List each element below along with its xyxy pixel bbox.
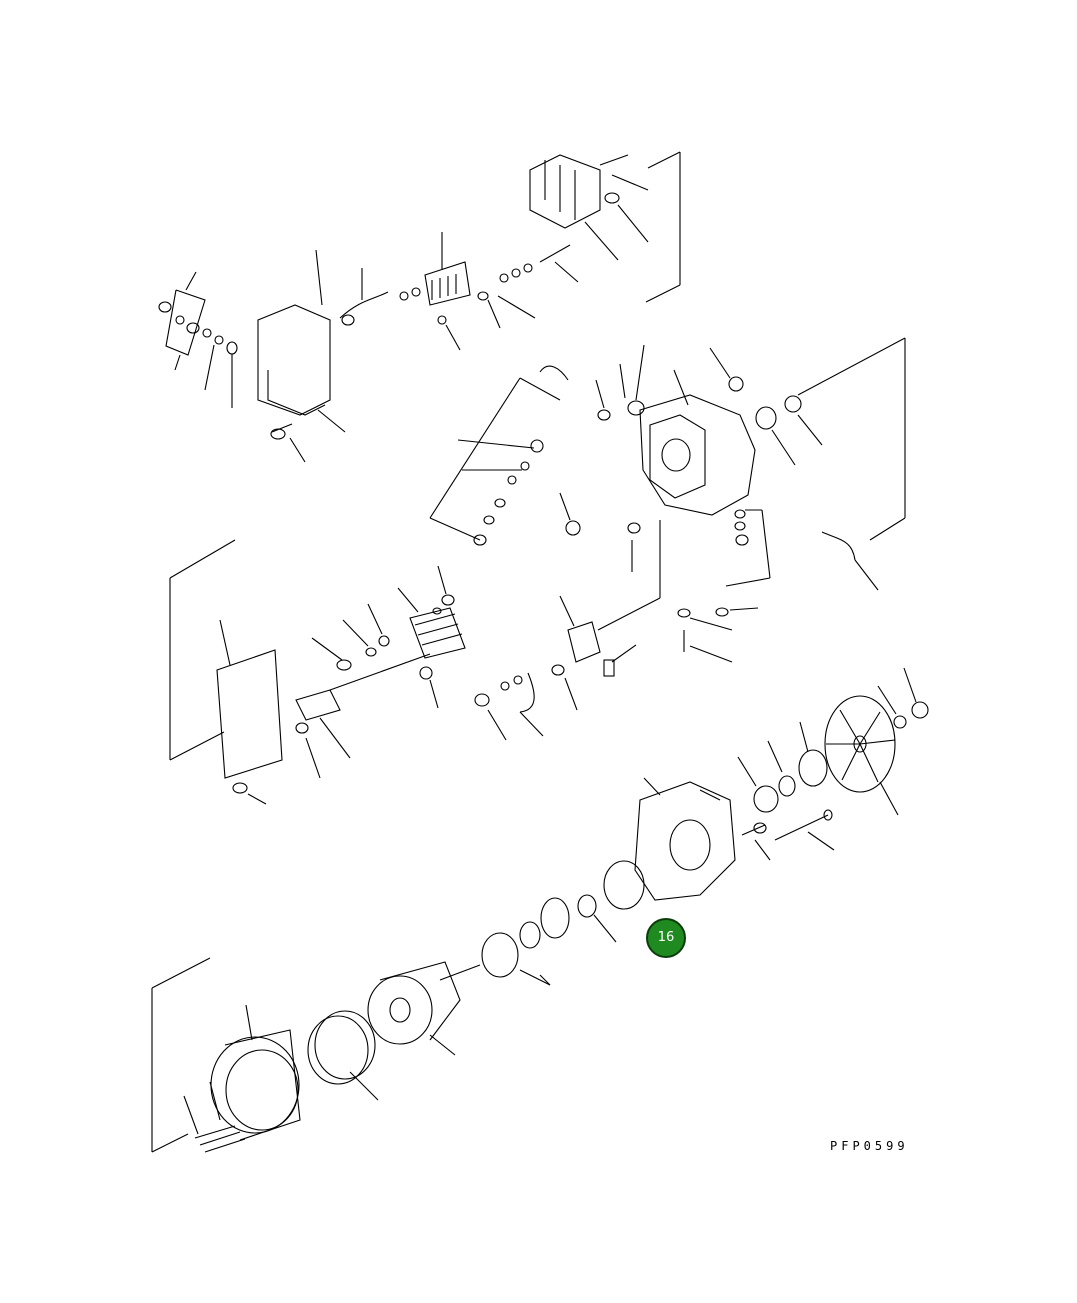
front-housing-assembly: [481, 667, 929, 986]
rectifier-assembly: [169, 539, 637, 805]
callout-number-badge[interactable]: 16: [646, 918, 686, 958]
rotor-stator-assembly: [151, 957, 481, 1153]
regulator-assembly: [399, 151, 681, 351]
drawing-code-label: PFP0599: [830, 1139, 909, 1153]
cover-assembly: [158, 249, 389, 463]
rear-housing-assembly: [429, 337, 906, 663]
